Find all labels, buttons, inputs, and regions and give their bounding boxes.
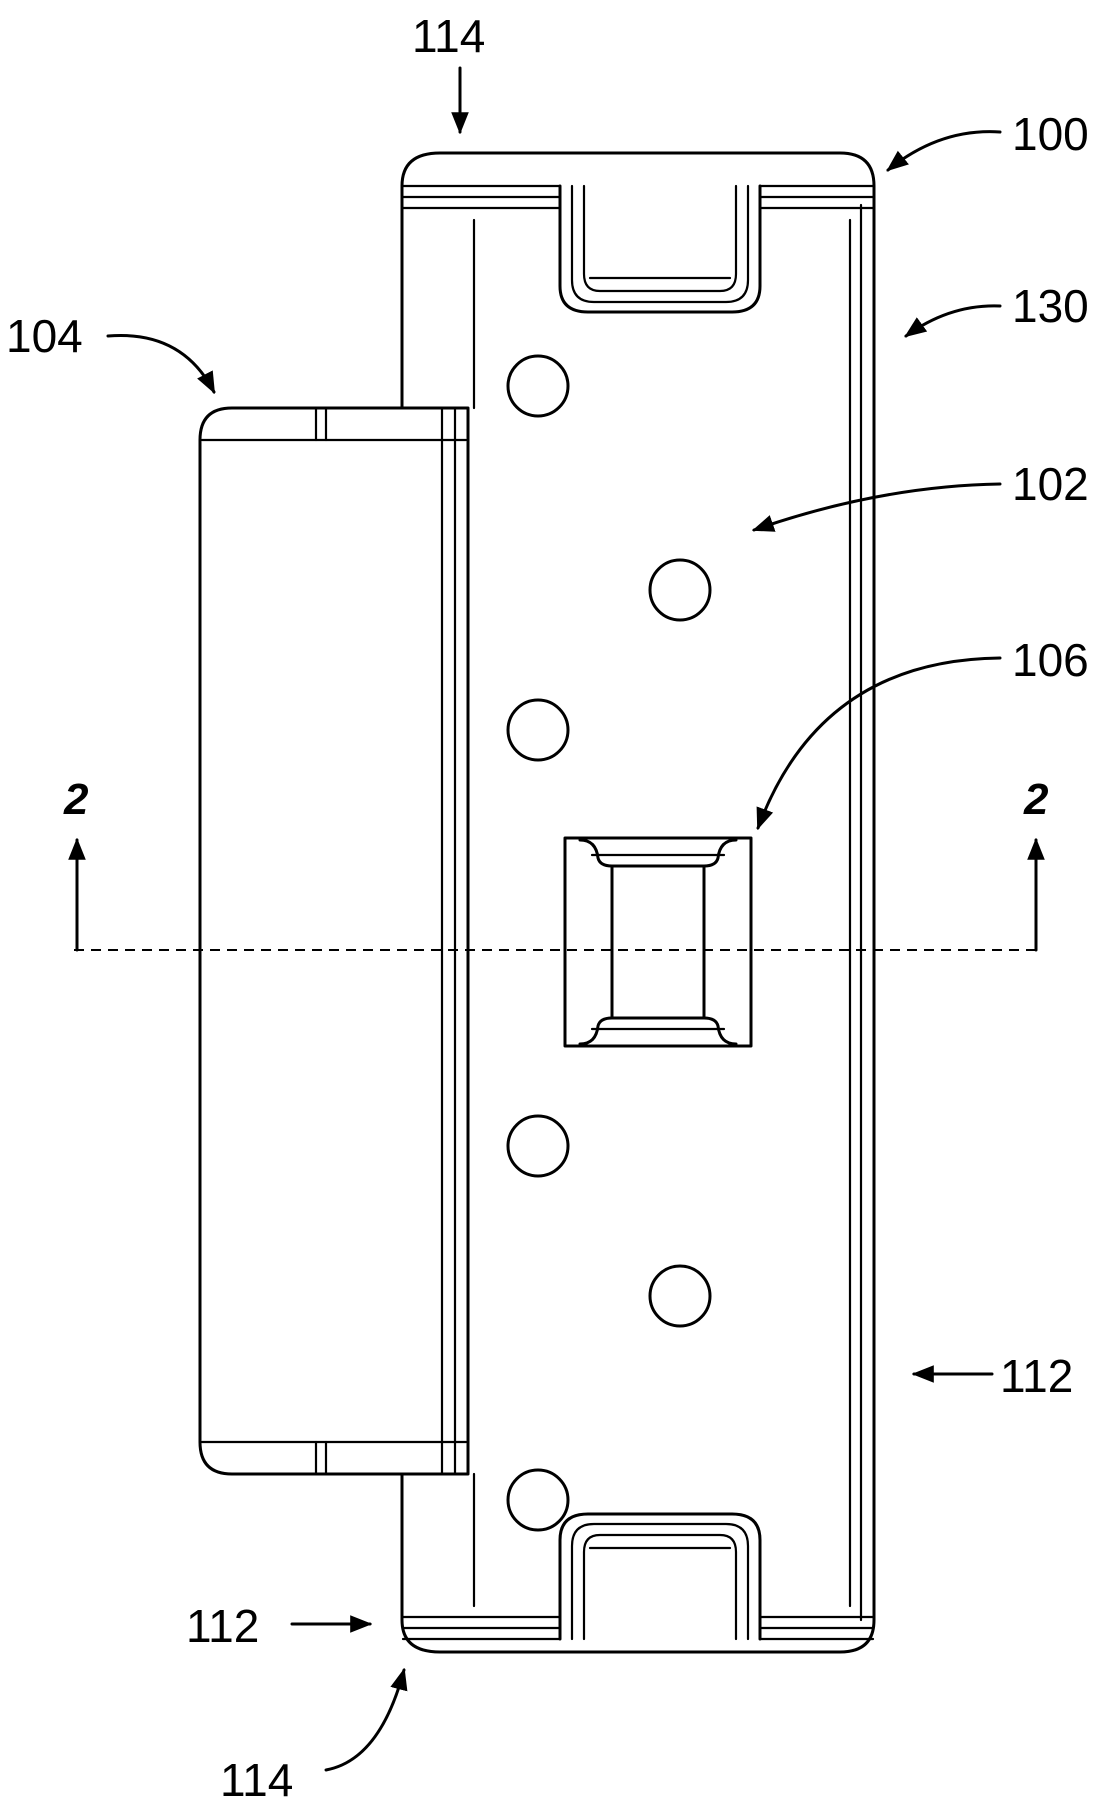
- hole: [508, 1470, 568, 1530]
- leader-104: [108, 335, 214, 392]
- label-104: 104: [6, 310, 83, 362]
- hole: [508, 356, 568, 416]
- hole: [650, 1266, 710, 1326]
- section-label-left: 2: [63, 775, 89, 824]
- leader-102: [754, 484, 1000, 530]
- reference-labels: 114 100 130 104 102 106 2 2 112 112 114: [6, 10, 1089, 1805]
- leader-106: [758, 658, 1000, 828]
- label-102: 102: [1012, 458, 1089, 510]
- top-notch: [560, 186, 760, 312]
- label-114-bottom: 114: [220, 1754, 293, 1805]
- hole: [650, 560, 710, 620]
- leader-130: [906, 306, 1000, 336]
- section-label-right: 2: [1023, 775, 1049, 824]
- leader-100: [888, 132, 1000, 170]
- center-clip: [565, 838, 751, 1046]
- label-112-left: 112: [186, 1600, 259, 1652]
- label-130: 130: [1012, 280, 1089, 332]
- label-100: 100: [1012, 108, 1089, 160]
- mounting-holes: [508, 356, 710, 1530]
- hole: [508, 700, 568, 760]
- label-114-top: 114: [412, 10, 485, 62]
- leader-114-bottom: [326, 1670, 404, 1770]
- side-bar: [200, 408, 468, 1474]
- hole: [508, 1116, 568, 1176]
- label-106: 106: [1012, 634, 1089, 686]
- label-112-right: 112: [1000, 1350, 1073, 1402]
- bottom-notch: [560, 1514, 760, 1639]
- main-plate: [402, 153, 874, 1652]
